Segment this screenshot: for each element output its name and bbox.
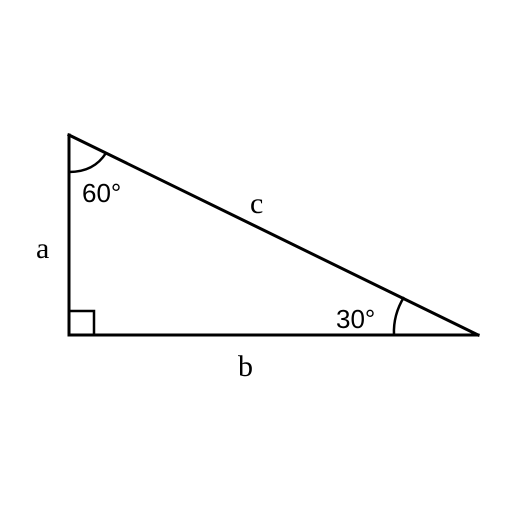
- angle-60-label: 60°: [82, 178, 121, 208]
- side-a-label: a: [36, 232, 49, 265]
- side-c-line: [66, 132, 481, 338]
- angle-arc-30: [392, 296, 406, 336]
- side-c-label: c: [250, 187, 263, 220]
- side-b-label: b: [238, 350, 253, 383]
- angle-arc-60: [68, 152, 108, 174]
- angle-30-label: 30°: [336, 304, 375, 334]
- right-angle-marker: [69, 309, 96, 335]
